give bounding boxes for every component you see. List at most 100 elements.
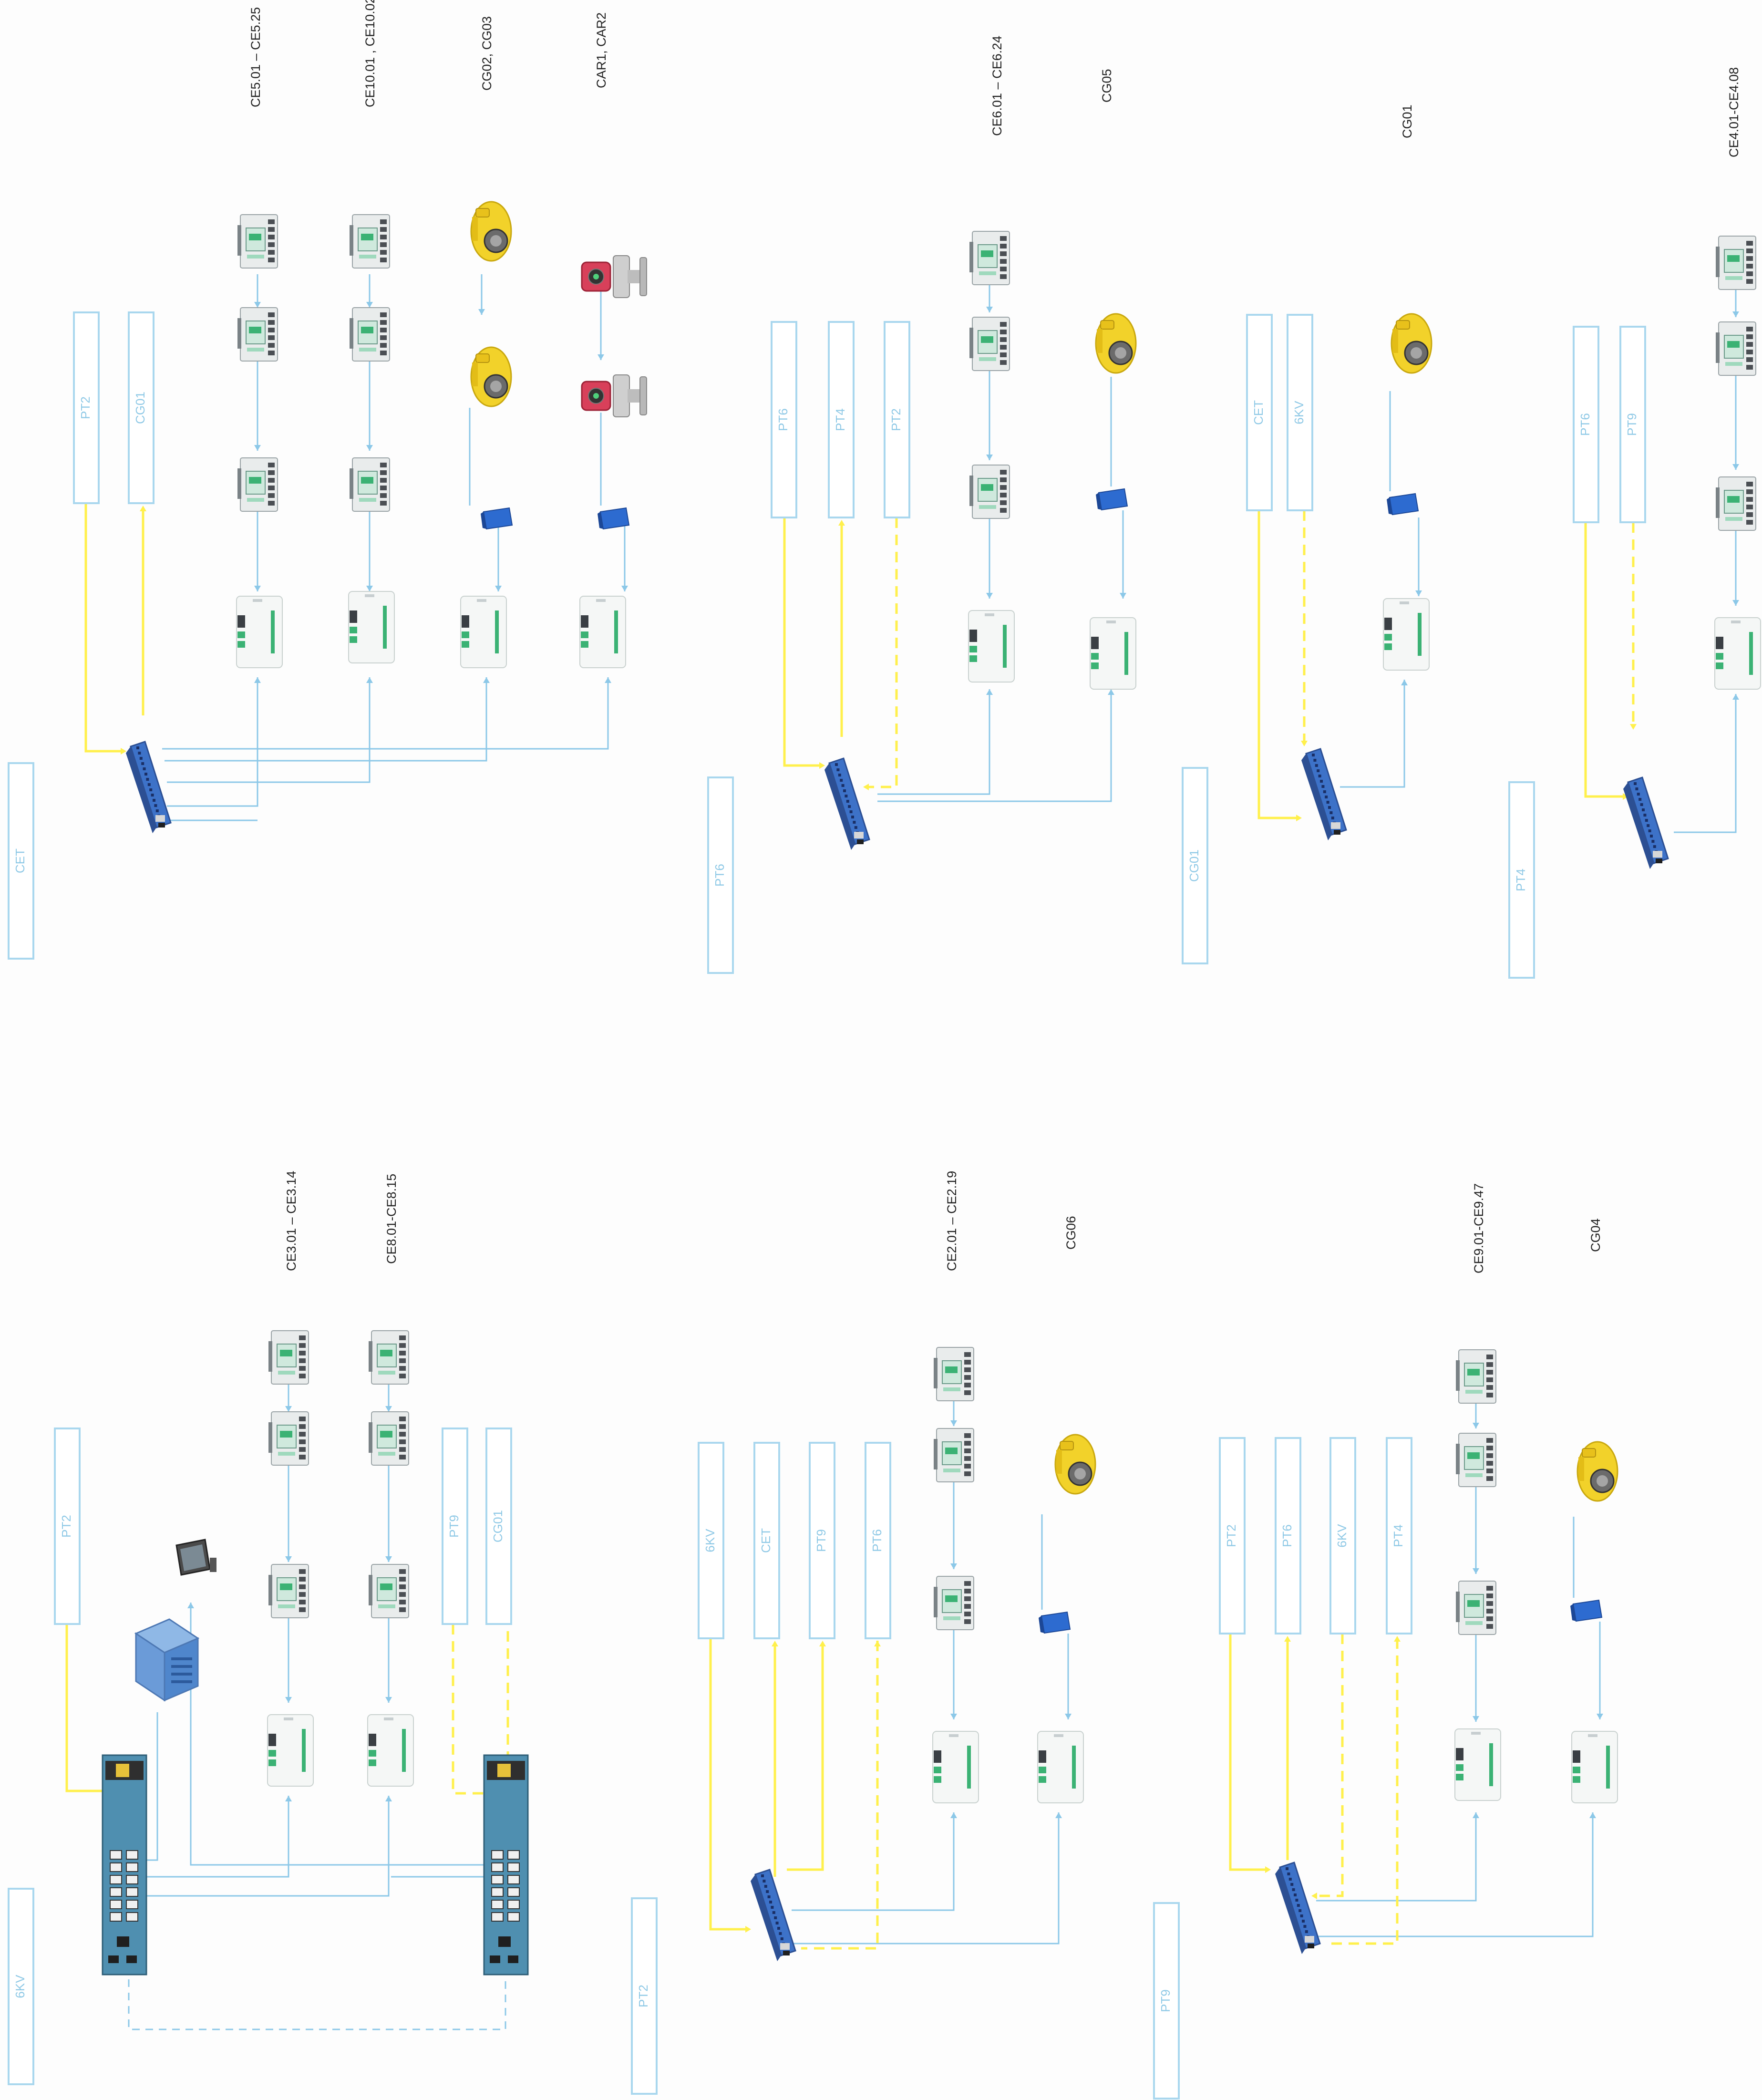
io-module-icon (1572, 1731, 1618, 1803)
energy-meter-icon (350, 308, 390, 361)
arrow-head (1296, 815, 1302, 821)
rack-switch-icon (484, 1755, 528, 1975)
energy-meter-icon (369, 1564, 409, 1618)
arrow-head (285, 1406, 292, 1412)
yellow-link (711, 1638, 746, 1929)
arrow-head (1394, 1636, 1401, 1642)
label-box-text: PT9 (447, 1515, 461, 1538)
gateway-converter-icon (1039, 1612, 1070, 1633)
label-box: PT2 (55, 1428, 80, 1624)
arrow-head (1732, 694, 1739, 700)
label-box: 6KV (1288, 315, 1312, 510)
link-line (167, 677, 370, 782)
label-box-text: CG01 (491, 1510, 505, 1542)
label-box-text: PT2 (636, 1985, 650, 2007)
label-box-text: PT2 (889, 408, 903, 431)
io-module-icon (268, 1715, 313, 1786)
label-box-text: PT9 (1158, 1989, 1173, 2012)
gateway-converter-icon (1096, 489, 1127, 510)
arrow-head (1597, 1714, 1603, 1719)
arrow-head (1401, 680, 1408, 685)
flow-meter-icon (471, 347, 511, 406)
arrow-head (1630, 724, 1637, 730)
io-module-icon (969, 610, 1014, 682)
link-line (167, 677, 258, 806)
column-header: CE4.01-CE4.08 (1727, 67, 1741, 157)
energy-meter-icon (237, 458, 278, 511)
link-line (1674, 694, 1736, 832)
arrow-head (187, 1603, 194, 1608)
label-box-text: PT6 (712, 864, 727, 887)
arrow-head (950, 1714, 957, 1719)
workstation-monitor-icon (176, 1540, 216, 1575)
energy-meter-icon (1716, 236, 1756, 290)
energy-meter-icon (268, 1331, 309, 1384)
arrow-head (1473, 1812, 1479, 1818)
arrow-head (483, 677, 490, 683)
network-switch-icon (1623, 777, 1668, 869)
link-line (1316, 1812, 1593, 1936)
column-header: CE6.01 – CE6.24 (990, 36, 1004, 136)
link-line (792, 1812, 1059, 1944)
label-box: PT9 (1154, 1903, 1179, 2099)
label-box-text: CG01 (1187, 849, 1201, 882)
column-header: CG01 (1400, 104, 1414, 138)
arrow-head (950, 1812, 957, 1818)
energy-meter-icon (969, 231, 1010, 285)
arrow-head (385, 1697, 392, 1703)
label-box-text: PT9 (814, 1529, 828, 1552)
arrow-head (621, 586, 628, 591)
label-box-text: CET (759, 1528, 773, 1553)
io-module-icon (368, 1715, 413, 1786)
arrow-head (1108, 689, 1114, 695)
yellow-dashed-link (1330, 1638, 1397, 1944)
label-box: PT6 (1276, 1438, 1300, 1634)
arrow-head (874, 1641, 881, 1646)
column-header: CG02, CG03 (480, 16, 494, 91)
label-box-text: CET (1251, 400, 1266, 425)
link-line (191, 1603, 484, 1865)
label-box: 6KV (1330, 1438, 1355, 1634)
gateway-converter-icon (1387, 494, 1418, 515)
label-box-text: 6KV (703, 1529, 717, 1552)
label-box: PT2 (74, 312, 99, 503)
energy-meter-icon (934, 1576, 974, 1630)
arrow-head (254, 302, 261, 308)
arrow-head (986, 593, 993, 599)
yellow-dashed-link (868, 517, 896, 787)
gateway-converter-icon (598, 508, 629, 529)
arrow-head (1473, 1423, 1479, 1428)
arrow-head (863, 784, 869, 790)
label-box: PT9 (1620, 327, 1645, 522)
link-line (792, 1812, 954, 1910)
column-header: CE3.01 – CE3.14 (284, 1171, 299, 1271)
dashed-uplink (129, 1979, 505, 2029)
arrow-head (254, 445, 261, 451)
flow-meter-icon (1577, 1442, 1618, 1501)
flow-meter-icon (1055, 1435, 1095, 1494)
arrow-head (1732, 311, 1739, 317)
energy-meter-icon (1716, 477, 1756, 530)
column-header: CE5.01 – CE5.25 (248, 7, 263, 107)
label-box-text: PT2 (59, 1515, 73, 1538)
network-switch-icon (1301, 749, 1346, 840)
yellow-link (1586, 522, 1624, 797)
label-box-text: 6KV (13, 1975, 27, 1998)
network-switch-icon (126, 742, 171, 833)
column-header: CG06 (1064, 1216, 1078, 1250)
label-box: CET (1247, 315, 1272, 510)
label-box-text: 6KV (1335, 1524, 1349, 1548)
link-line (877, 689, 1111, 801)
arrow-head (1120, 593, 1126, 599)
arrow-head (986, 307, 993, 312)
label-box: PT6 (772, 322, 796, 517)
io-module-icon (1715, 618, 1761, 689)
arrow-head (385, 1556, 392, 1562)
arrow-head (819, 762, 825, 769)
devices (103, 202, 1761, 1975)
energy-meter-icon (934, 1428, 974, 1482)
column-header: CE8.01-CE8.15 (384, 1174, 399, 1264)
arrow-head (605, 677, 611, 683)
yellow-link (86, 503, 122, 751)
